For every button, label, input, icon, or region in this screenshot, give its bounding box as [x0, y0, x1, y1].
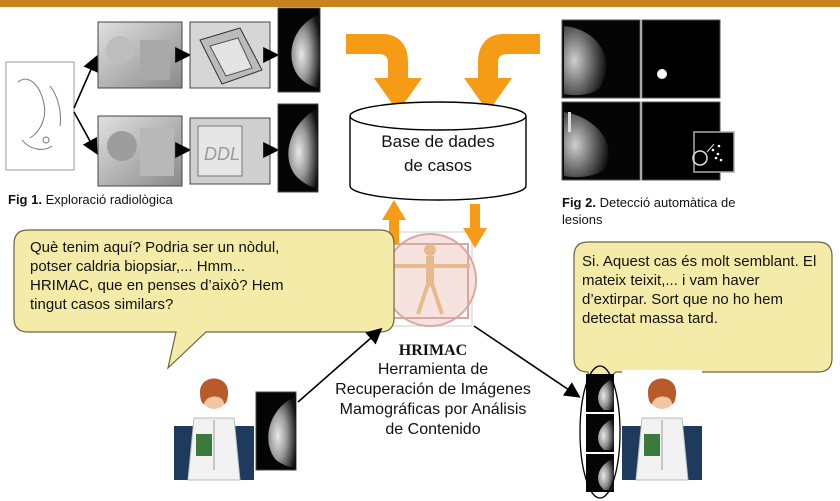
curved-arrow-icon — [464, 34, 540, 112]
bubble-right-line: Si. Aquest cas és molt semblant. El — [582, 253, 817, 270]
flow-arrow — [73, 111, 98, 155]
database-label: Base de dades de casos — [350, 130, 526, 178]
hrimac-line-2: Recuperación de Imágenes — [335, 381, 531, 398]
database-line-2: de casos — [403, 156, 473, 175]
bubble-right-line: detectat massa tard. — [582, 310, 718, 327]
detection-image-2 — [561, 101, 641, 181]
exam-photo-2 — [189, 21, 271, 89]
fig2-text-line1: Detecció automàtica de — [599, 195, 736, 210]
detection-image-1 — [561, 19, 641, 99]
body-sketch-icon — [5, 61, 75, 171]
hrimac-block: HRIMAC Herramienta de Recuperación de Im… — [318, 342, 548, 440]
database-cylinder — [349, 101, 527, 201]
bubble-left-line: Què tenim aquí? Podria ser un nòdul, — [30, 239, 280, 256]
speech-bubble-left — [13, 229, 395, 370]
fig1-label: Fig 1. — [8, 192, 42, 207]
vitruvian-man-icon — [383, 231, 477, 327]
bubble-left-line: HRIMAC, que en penses d’això? Hem — [30, 277, 284, 294]
bubble-right-text: Si. Aquest cas és molt semblant. El mate… — [582, 252, 816, 328]
result-mammograms — [579, 365, 621, 499]
fig1-text: Exploració radiològica — [45, 192, 173, 207]
top-accent-bar — [0, 0, 840, 7]
hrimac-line-3: Mamográficas por Análisis — [339, 401, 527, 418]
fig2-label: Fig 2. — [562, 195, 596, 210]
fig2-text-line2: lesions — [562, 212, 603, 227]
hrimac-line-1: Herramienta de — [377, 361, 489, 378]
database-line-1: Base de dades — [381, 132, 495, 151]
fig2-caption: Fig 2. Detecció automàtica de lesions — [562, 194, 735, 228]
mammogram-icon — [277, 7, 321, 93]
bubble-right-line: d’extirpar. Sort que no ho hem — [582, 291, 783, 308]
doctor-icon — [622, 370, 702, 481]
mammogram-icon — [277, 103, 319, 193]
bubble-left-line: potser caldria biopsiar,... Hmm... — [30, 258, 246, 275]
exam-photo-4: DDL — [189, 117, 271, 185]
bubble-right-line: mateix teixit,... i vam haver — [582, 272, 760, 289]
hrimac-line-4: de Contenido — [385, 421, 481, 438]
up-arrow — [382, 200, 406, 244]
bubble-left-text: Què tenim aquí? Podria ser un nòdul, pot… — [30, 238, 283, 314]
fig1-caption: Fig 1. Exploració radiològica — [8, 192, 173, 207]
hrimac-title: HRIMAC — [398, 342, 468, 359]
exam-photo-1 — [97, 21, 183, 89]
detection-mask-2 — [641, 101, 735, 181]
exam-photo-3 — [97, 115, 183, 187]
flow-arrow — [73, 55, 99, 109]
bubble-left-line: tingut casos similars? — [30, 296, 174, 313]
svg-text:DDL: DDL — [204, 144, 240, 164]
down-arrow — [463, 204, 487, 248]
detection-mask-1 — [641, 19, 721, 99]
doctor-icon — [174, 370, 254, 481]
curved-arrow-icon — [346, 34, 422, 112]
mammogram-icon — [255, 391, 297, 471]
flow-arrow — [297, 327, 383, 403]
speech-bubble-right — [573, 241, 833, 396]
flow-arrow — [473, 325, 581, 398]
